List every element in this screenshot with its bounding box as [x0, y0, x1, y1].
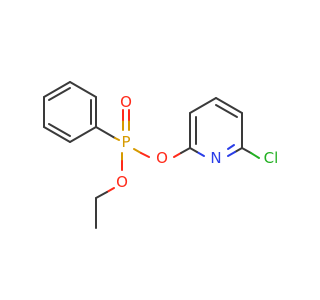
bond-pyr-n-c2-a [196, 151, 205, 157]
oxygen-ester-label: O [156, 149, 168, 167]
bond-pyr-n-c2-b [189, 147, 198, 153]
bond-c-cl-b [250, 152, 260, 159]
bond-phenyl-3 [43, 126, 71, 143]
oxygen-ethoxy-label: O [116, 173, 128, 191]
bond-o-pyridine-b [180, 147, 191, 154]
phosphorus-label: P [121, 133, 130, 151]
bond-pyr-c6-n-inner [227, 144, 235, 150]
bond-phenyl-5 [43, 81, 71, 98]
bond-phenyl-6 [69, 81, 97, 98]
bond-o-pyridine-a [173, 152, 182, 158]
bond-p-o-ester-b [140, 152, 150, 158]
bond-phenyl-p-colored [114, 137, 120, 141]
bond-phenyl-p [95, 126, 116, 139]
molecule-structure-diagram: P O O O N Cl [43, 81, 279, 229]
bond-phenyl-inner-3 [48, 87, 71, 101]
bond-pyr-c6-n-a [234, 147, 243, 153]
nitrogen-label: N [210, 149, 221, 167]
chlorine-label: Cl [264, 149, 279, 167]
bond-pyr-c6-n-b [227, 151, 236, 157]
bond-pyr-c4-c5 [215, 97, 243, 114]
bond-c-cl-a [241, 147, 252, 154]
pyridine-ring [189, 97, 243, 157]
bond-o-ch2-a [106, 187, 115, 193]
oxygen-double-label: O [120, 93, 132, 111]
bond-pyr-c3-c4 [189, 97, 217, 114]
bond-phenyl-2 [69, 126, 97, 143]
bond-phenyl-inner-2 [48, 123, 71, 137]
bond-pyr-c4-c5-inner [215, 104, 238, 118]
bond-p-o-ester-a [133, 148, 142, 154]
bond-o-ch2-b [95, 191, 108, 199]
phenyl-ring [43, 81, 97, 143]
